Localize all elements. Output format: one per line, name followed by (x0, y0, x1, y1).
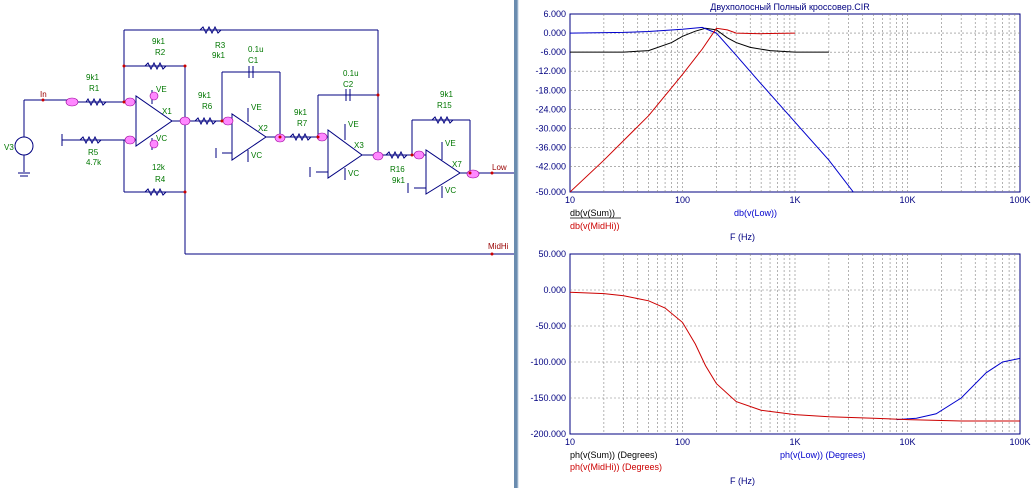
plot-title: Двухполосный Полный кроссовер.CIR (710, 2, 870, 12)
net-label-midhi: MidHi (488, 242, 509, 251)
y-tick-label: -24.000 (535, 104, 566, 114)
r16-name: R16 (390, 165, 405, 174)
y-tick-label: -50.000 (535, 321, 566, 331)
c1-name: C1 (248, 56, 259, 65)
x-tick-label: 10 (565, 195, 575, 205)
r2-value: 9k1 (152, 37, 165, 46)
series-line-db-v-low-[interactable] (570, 26, 854, 192)
y-tick-label: -50.000 (535, 187, 566, 197)
x3-vc: VC (348, 169, 359, 178)
trace-label-low-db[interactable]: db(v(Low)) (734, 208, 777, 218)
pane-splitter[interactable] (514, 0, 518, 488)
r5-name: R5 (88, 148, 99, 157)
source-label: V3 (4, 143, 14, 152)
y-tick-label: 50.000 (538, 249, 566, 259)
voltage-source-symbol[interactable] (14, 136, 34, 156)
trace-label-midhi-phase[interactable]: ph(v(MidHi)) (Degrees) (570, 462, 662, 472)
r6-value: 9k1 (198, 91, 211, 100)
r3-name: R3 (215, 41, 226, 50)
x7-name: X7 (452, 160, 462, 169)
x-tick-label: 1K (789, 195, 800, 205)
x-tick-label: 10 (565, 437, 575, 447)
r15-value: 9k1 (440, 90, 453, 99)
y-tick-label: 0.000 (543, 285, 566, 295)
series-line-db-v-sum-[interactable] (570, 27, 829, 53)
r2-name: R2 (155, 48, 166, 57)
x2-vc: VC (251, 151, 262, 160)
net-label-in: In (40, 90, 47, 99)
trace-label-midhi-db[interactable]: db(v(MidHi)) (570, 221, 620, 231)
x-tick-label: 100K (1009, 437, 1030, 447)
x2-ve: VE (251, 103, 262, 112)
y-tick-label: -150.000 (530, 393, 566, 403)
y-tick-label: -18.000 (535, 85, 566, 95)
x1-ve: VE (156, 85, 167, 94)
r4-name: R4 (155, 175, 166, 184)
x-tick-label: 10K (899, 195, 915, 205)
magnitude-x-axis-label: F (Hz) (730, 232, 755, 242)
y-tick-label: -30.000 (535, 123, 566, 133)
x3-name: X3 (354, 141, 364, 150)
x7-ve: VE (445, 139, 456, 148)
x3-ve: VE (348, 120, 359, 129)
y-tick-label: -200.000 (530, 429, 566, 439)
phase-plot[interactable]: 50.000 0.000 -50.000 -100.000 -150.000 -200.0… (530, 249, 1030, 447)
x-tick-label: 1K (789, 437, 800, 447)
schematic[interactable] (14, 25, 514, 255)
series-line-db-v-midhi-[interactable] (570, 27, 796, 192)
junction-dots (41, 64, 494, 256)
r5-value: 4.7k (86, 158, 102, 167)
node-markers (65, 91, 480, 179)
y-tick-label: -42.000 (535, 162, 566, 172)
c2-name: C2 (343, 80, 354, 89)
phase-x-axis-label: F (Hz) (730, 476, 755, 486)
trace-label-sum-db[interactable]: db(v(Sum)) (570, 208, 615, 218)
net-label-low: Low (492, 163, 507, 172)
x1-name: X1 (162, 107, 172, 116)
y-tick-label: -6.000 (540, 47, 566, 57)
r7-value: 9k1 (294, 108, 307, 117)
c1-value: 0.1u (248, 45, 264, 54)
schematic-labels: V3 In Low MidHi 9k1 R1 9k1 R2 R3 9k1 12k… (4, 37, 509, 251)
x7-vc: VC (445, 186, 456, 195)
y-tick-label: -100.000 (530, 357, 566, 367)
x-tick-label: 100 (675, 437, 690, 447)
y-tick-label: 6.000 (543, 9, 566, 19)
r4-value: 12k (152, 163, 166, 172)
y-tick-label: -36.000 (535, 143, 566, 153)
r6-name: R6 (202, 102, 213, 111)
y-tick-label: 0.000 (543, 28, 566, 38)
r7-name: R7 (297, 119, 308, 128)
c2-value: 0.1u (343, 69, 359, 78)
y-tick-label: -12.000 (535, 66, 566, 76)
r3-value: 9k1 (212, 51, 225, 60)
x1-vc: VC (156, 134, 167, 143)
r15-name: R15 (437, 101, 452, 110)
trace-label-low-phase[interactable]: ph(v(Low)) (Degrees) (780, 450, 866, 460)
x-tick-label: 100 (675, 195, 690, 205)
x-tick-label: 100K (1009, 195, 1030, 205)
series-line-ph-v-midhi-degrees-[interactable] (570, 291, 1020, 422)
r1-value: 9k1 (86, 73, 99, 82)
trace-label-sum-phase[interactable]: ph(v(Sum)) (Degrees) (570, 450, 658, 460)
series-line-ph-v-low-degrees-[interactable] (896, 357, 1020, 421)
x-tick-label: 10K (899, 437, 915, 447)
r16-value: 9k1 (392, 176, 405, 185)
analysis-plots: Двухполосный Полный кроссовер.CIR 6.000 0… (530, 2, 1030, 486)
x2-name: X2 (258, 124, 268, 133)
magnitude-plot[interactable]: 6.000 0.000 -6.000 -12.000 -18.000 -24.000 -30… (535, 9, 1030, 205)
r1-name: R1 (89, 84, 100, 93)
